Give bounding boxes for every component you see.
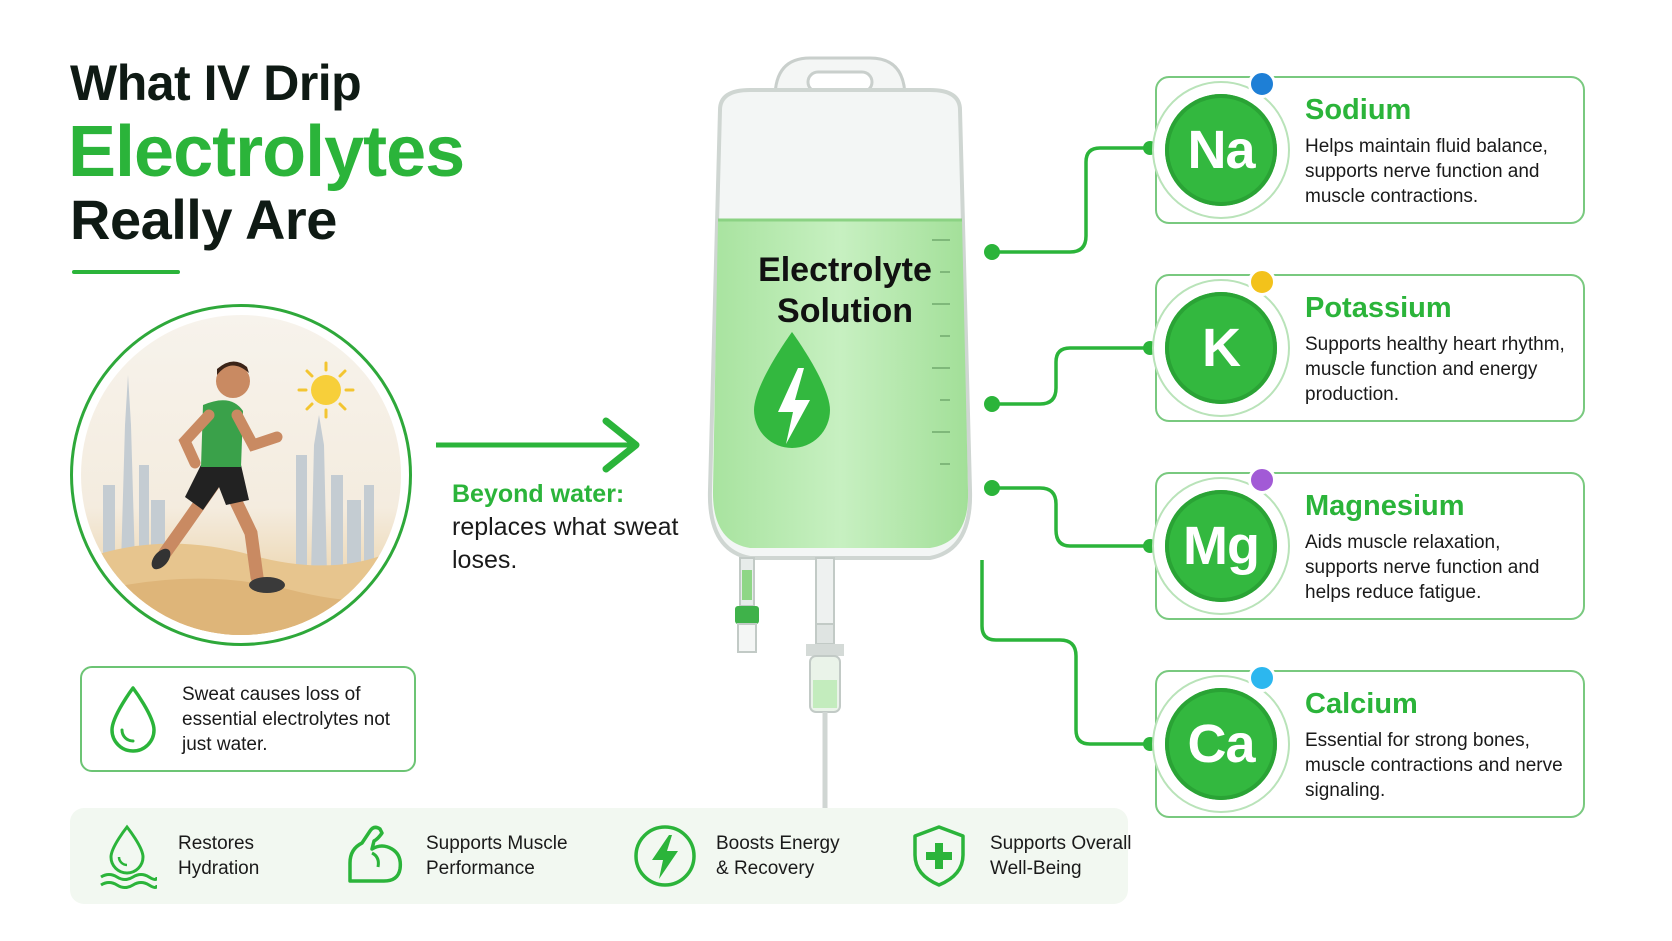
benefit-label: Restores Hydration (178, 833, 260, 879)
sweat-note-text: Sweat causes loss of essential electroly… (182, 683, 391, 755)
runner-figure (151, 361, 285, 593)
title-underline (72, 270, 180, 274)
benefit-restores-hydration: Restores Hydration (92, 808, 278, 904)
element-badge-potassium: K (1152, 279, 1290, 417)
element-badge-sodium: Na (1152, 81, 1290, 219)
runner-illustration (70, 304, 412, 646)
element-name: Calcium (1305, 688, 1418, 720)
element-description: Supports healthy heart rhythm, muscle fu… (1305, 334, 1565, 405)
element-color-dot (1248, 268, 1276, 296)
water-drop-icon (110, 686, 156, 753)
city-skyline (103, 375, 374, 575)
element-color-dot (1248, 70, 1276, 98)
sun-icon (297, 361, 355, 419)
element-badge-calcium: Ca (1152, 675, 1290, 813)
benefits-bar: Restores Hydration Supports Muscle Perfo… (70, 808, 1132, 904)
title-line-2: Electrolytes (68, 112, 465, 192)
element-symbol: Mg (1165, 490, 1277, 602)
element-name: Potassium (1305, 292, 1452, 324)
element-symbol: K (1165, 292, 1277, 404)
electrolyte-solution-label: Electrolyte Solution (758, 251, 932, 330)
benefit-label: Supports Overall Well-Being (990, 833, 1132, 879)
sweat-note-box: Sweat causes loss of essential electroly… (80, 666, 416, 772)
beyond-water-text: replaces what sweat loses. (452, 513, 679, 574)
energy-drop-icon (754, 332, 830, 448)
element-name: Magnesium (1305, 490, 1465, 522)
element-description: Essential for strong bones, muscle contr… (1305, 730, 1563, 801)
benefit-label: Supports Muscle Performance (426, 833, 568, 879)
title-line-1: What IV Drip (70, 55, 362, 111)
element-color-dot (1248, 466, 1276, 494)
benefit-boosts-energy: Boosts Energy & Recovery (630, 808, 856, 904)
element-symbol: Na (1165, 94, 1277, 206)
element-description: Helps maintain fluid balance, supports n… (1305, 136, 1548, 207)
beyond-water-highlight: Beyond water: (452, 480, 625, 508)
beyond-water-caption: Beyond water: replaces what sweat loses. (452, 478, 682, 577)
benefit-overall-wellbeing: Supports Overall Well-Being (904, 808, 1150, 904)
benefit-supports-muscle: Supports Muscle Performance (340, 808, 586, 904)
flexed-arm-icon (340, 821, 410, 891)
iv-bag-illustration (707, 56, 973, 810)
element-description: Aids muscle relaxation, supports nerve f… (1305, 532, 1540, 603)
element-symbol: Ca (1165, 688, 1277, 800)
element-color-dot (1248, 664, 1276, 692)
title-line-3: Really Are (70, 188, 337, 251)
runner-in-desert-illustration (81, 361, 401, 635)
element-name: Sodium (1305, 94, 1412, 126)
shield-plus-icon (904, 821, 974, 891)
element-badge-magnesium: Mg (1152, 477, 1290, 615)
water-drop-icon (92, 821, 162, 891)
lightning-bolt-icon (630, 821, 700, 891)
arrow-right-icon (436, 417, 640, 473)
benefit-label: Boosts Energy & Recovery (716, 833, 840, 879)
